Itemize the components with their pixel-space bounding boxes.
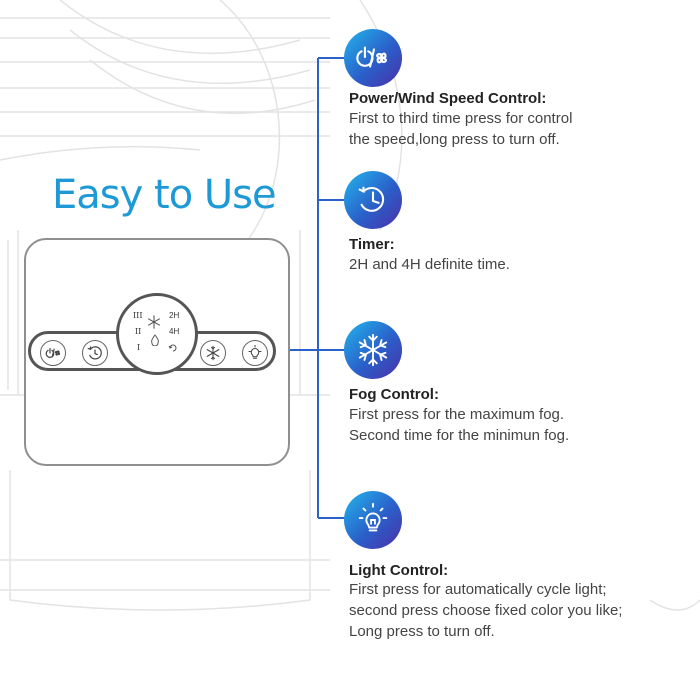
panel-fog-button[interactable] xyxy=(200,340,226,366)
power-feature-desc: First to third time press for control th… xyxy=(349,110,573,148)
light-control-button[interactable] xyxy=(344,491,402,549)
power-fan-icon xyxy=(356,46,387,68)
fog-control-button[interactable] xyxy=(344,321,402,379)
snowflake-icon xyxy=(206,345,220,361)
bulb-icon xyxy=(248,344,262,359)
panel-display xyxy=(116,293,198,375)
timer-feature-desc: 2H and 4H definite time. xyxy=(349,256,510,273)
light-feature-title: Light Control: xyxy=(349,562,449,579)
timer-label-2h: 2H xyxy=(169,311,180,320)
fog-feature-title: Fog Control: xyxy=(349,386,439,403)
fog-feature-desc: First press for the maximum fog. Second … xyxy=(349,406,570,444)
power-fan-icon xyxy=(45,347,61,358)
power-wind-speed-button[interactable] xyxy=(344,29,402,87)
timer-icon xyxy=(87,346,102,360)
power-feature-title: Power/Wind Speed Control: xyxy=(349,90,547,107)
timer-label-4h: 4H xyxy=(169,327,180,336)
level-label-2: II xyxy=(135,327,142,336)
snowflake-icon xyxy=(358,333,388,367)
timer-feature-title: Timer: xyxy=(349,236,395,253)
light-feature-desc: First press for automatically cycle ligh… xyxy=(349,581,623,640)
timer-button[interactable] xyxy=(344,171,402,229)
panel-timer-button[interactable] xyxy=(82,340,108,366)
bulb-icon xyxy=(358,502,388,532)
page-title: Easy to Use xyxy=(52,172,277,218)
water-drop-icon xyxy=(151,334,159,346)
timer-icon xyxy=(358,186,385,212)
panel-light-button[interactable] xyxy=(242,340,268,366)
level-label-1: I xyxy=(137,343,141,352)
cycle-icon xyxy=(168,344,177,352)
panel-power-button[interactable] xyxy=(40,340,66,366)
level-label-3: III xyxy=(133,311,143,320)
display-snowflake-icon xyxy=(147,315,161,329)
